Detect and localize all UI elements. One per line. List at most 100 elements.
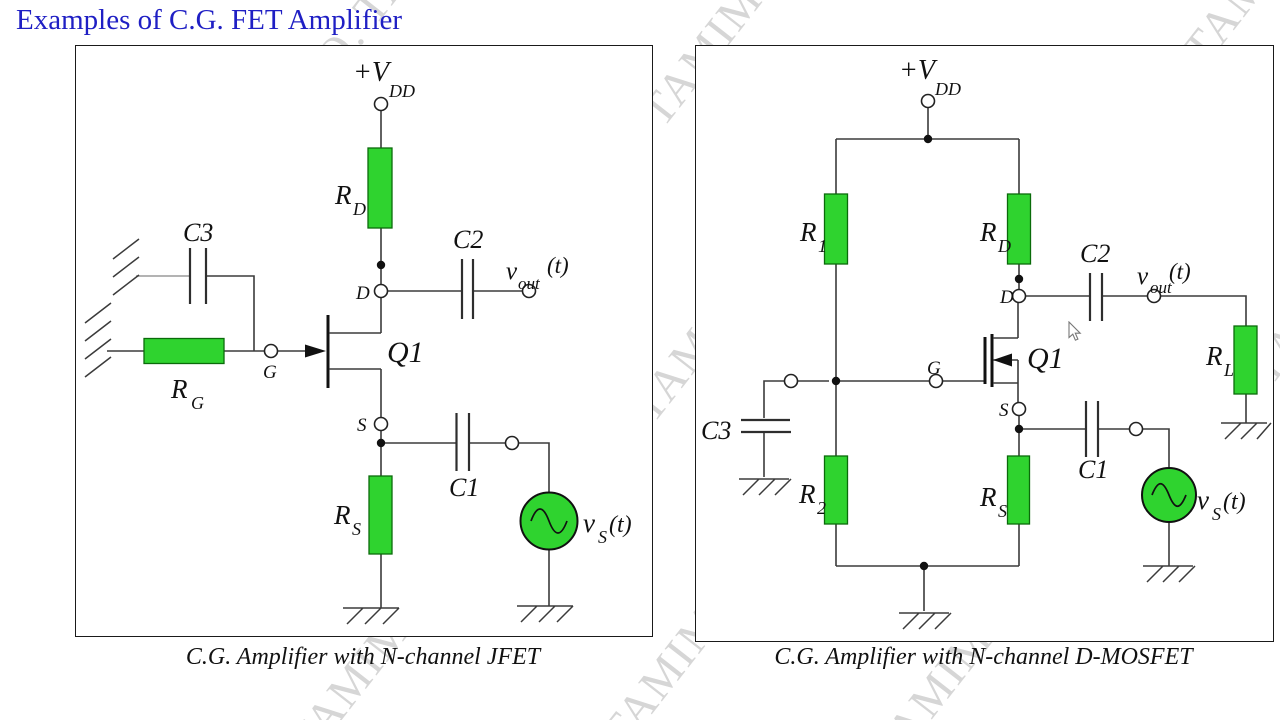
labels: +V DD R 1 R D C2 v out (t) G Q1 D S C3 R… [701, 55, 1246, 524]
label-d: D [999, 287, 1014, 308]
junction-dot [1014, 274, 1024, 284]
junction-dot [376, 260, 386, 270]
label-r1-sub: 1 [818, 236, 827, 256]
vdd-terminal [920, 93, 936, 109]
resistor-r2 [823, 455, 849, 525]
label-c2: C2 [453, 225, 483, 254]
label-c3: C3 [183, 218, 213, 247]
drain-terminal [373, 283, 389, 299]
resistor-rg [143, 337, 225, 365]
label-vdd-sub: DD [934, 79, 961, 99]
dmosfet-q1-symbol [983, 302, 1019, 403]
ground-symbol-bottom [899, 612, 952, 630]
label-rs-sub: S [998, 501, 1007, 521]
source-terminal [1011, 401, 1027, 417]
label-vs: v [1197, 485, 1209, 515]
label-vout-sub: out [518, 274, 541, 293]
label-vout-sub: out [1150, 278, 1173, 297]
wires [763, 108, 1247, 611]
signal-source-vs [519, 491, 579, 551]
junction-dot [923, 134, 933, 144]
ground-hatch-c3 [112, 238, 140, 296]
gate-terminal [928, 373, 944, 389]
resistor-rd [1006, 193, 1032, 265]
vout-terminal [1146, 288, 1162, 304]
vdd-terminal [373, 96, 389, 112]
label-rd: R [979, 217, 997, 247]
resistor-rs [1006, 455, 1031, 525]
label-vs-sub: S [598, 527, 607, 547]
gate-arrow-icon [305, 344, 326, 358]
jfet-circuit-panel: +V DD R D C2 v out (t) C3 R G G Q1 D S C… [75, 45, 653, 637]
label-g: G [927, 358, 941, 379]
resistor-r1 [823, 193, 849, 265]
label-rg: R [170, 374, 188, 404]
dmosfet-circuit-panel: +V DD R 1 R D C2 v out (t) G Q1 D S C3 R… [695, 45, 1274, 642]
capacitor-c3 [188, 248, 208, 304]
capacitor-c3 [741, 418, 791, 434]
junction-dot [376, 438, 386, 448]
label-c1: C1 [1078, 455, 1108, 484]
capacitor-c1 [1084, 401, 1100, 457]
label-c3: C3 [701, 416, 731, 445]
label-r2-sub: 2 [817, 498, 826, 518]
cursor-arrow-icon [1068, 321, 1082, 341]
label-vout-t: (t) [547, 253, 569, 278]
resistor-rl [1233, 325, 1258, 395]
label-vs: v [583, 508, 595, 538]
resistor-rd [367, 147, 393, 229]
label-vs-t: (t) [609, 512, 632, 538]
wires [107, 111, 550, 608]
label-vout-t: (t) [1169, 259, 1191, 284]
caption-dmosfet: C.G. Amplifier with N-channel D-MOSFET [774, 644, 1193, 670]
capacitor-c1 [455, 413, 471, 471]
label-vdd: +V [899, 55, 938, 86]
resistor-rs [368, 475, 393, 555]
jfet-circuit-diagram: +V DD R D C2 v out (t) C3 R G G Q1 D S C… [84, 57, 632, 625]
label-r2: R [798, 479, 816, 509]
source-terminal [373, 416, 389, 432]
label-rd: R [334, 180, 352, 210]
label-vout: v [1137, 263, 1149, 290]
label-q1: Q1 [1027, 342, 1064, 375]
caption-jfet: C.G. Amplifier with N-channel JFET [185, 644, 541, 670]
label-s: S [999, 400, 1009, 421]
ground-symbol-source [517, 605, 574, 623]
label-rs: R [979, 482, 997, 512]
label-d: D [355, 283, 370, 304]
label-s: S [357, 415, 367, 436]
label-c1: C1 [449, 473, 479, 502]
label-rd-sub: D [997, 236, 1011, 256]
signal-source-vs [1141, 467, 1197, 523]
ground-hatch-rg [84, 302, 112, 378]
label-rd-sub: D [352, 199, 366, 219]
labels: +V DD R D C2 v out (t) C3 R G G Q1 D S C… [170, 57, 632, 547]
input-terminal [504, 435, 520, 451]
label-r1: R [799, 217, 817, 247]
ground-symbol-rs [343, 607, 400, 625]
label-rs: R [333, 500, 351, 530]
ground-symbol-c3 [739, 478, 792, 496]
jfet-q1-symbol [305, 297, 382, 418]
dmosfet-circuit-diagram: +V DD R 1 R D C2 v out (t) G Q1 D S C3 R… [701, 55, 1272, 630]
label-vdd: +V [353, 57, 392, 88]
label-vdd-sub: DD [388, 81, 415, 101]
label-rg-sub: G [191, 393, 204, 413]
label-q1: Q1 [387, 336, 424, 369]
label-rl: R [1205, 341, 1223, 371]
page-title: Examples of C.G. FET Amplifier [16, 4, 403, 36]
label-vs-t: (t) [1223, 489, 1246, 515]
label-rs-sub: S [352, 519, 361, 539]
label-vout: v [506, 258, 518, 285]
label-rl-sub: L [1223, 360, 1234, 380]
capacitor-c2 [1088, 273, 1104, 321]
ground-symbol-rl [1221, 422, 1272, 440]
junction-dot [831, 376, 841, 386]
drain-terminal [1011, 288, 1027, 304]
gate-terminal [263, 343, 279, 359]
label-g: G [263, 362, 277, 383]
capacitor-c2 [460, 259, 475, 319]
vout-terminal [521, 283, 537, 299]
label-vs-sub: S [1212, 504, 1221, 524]
